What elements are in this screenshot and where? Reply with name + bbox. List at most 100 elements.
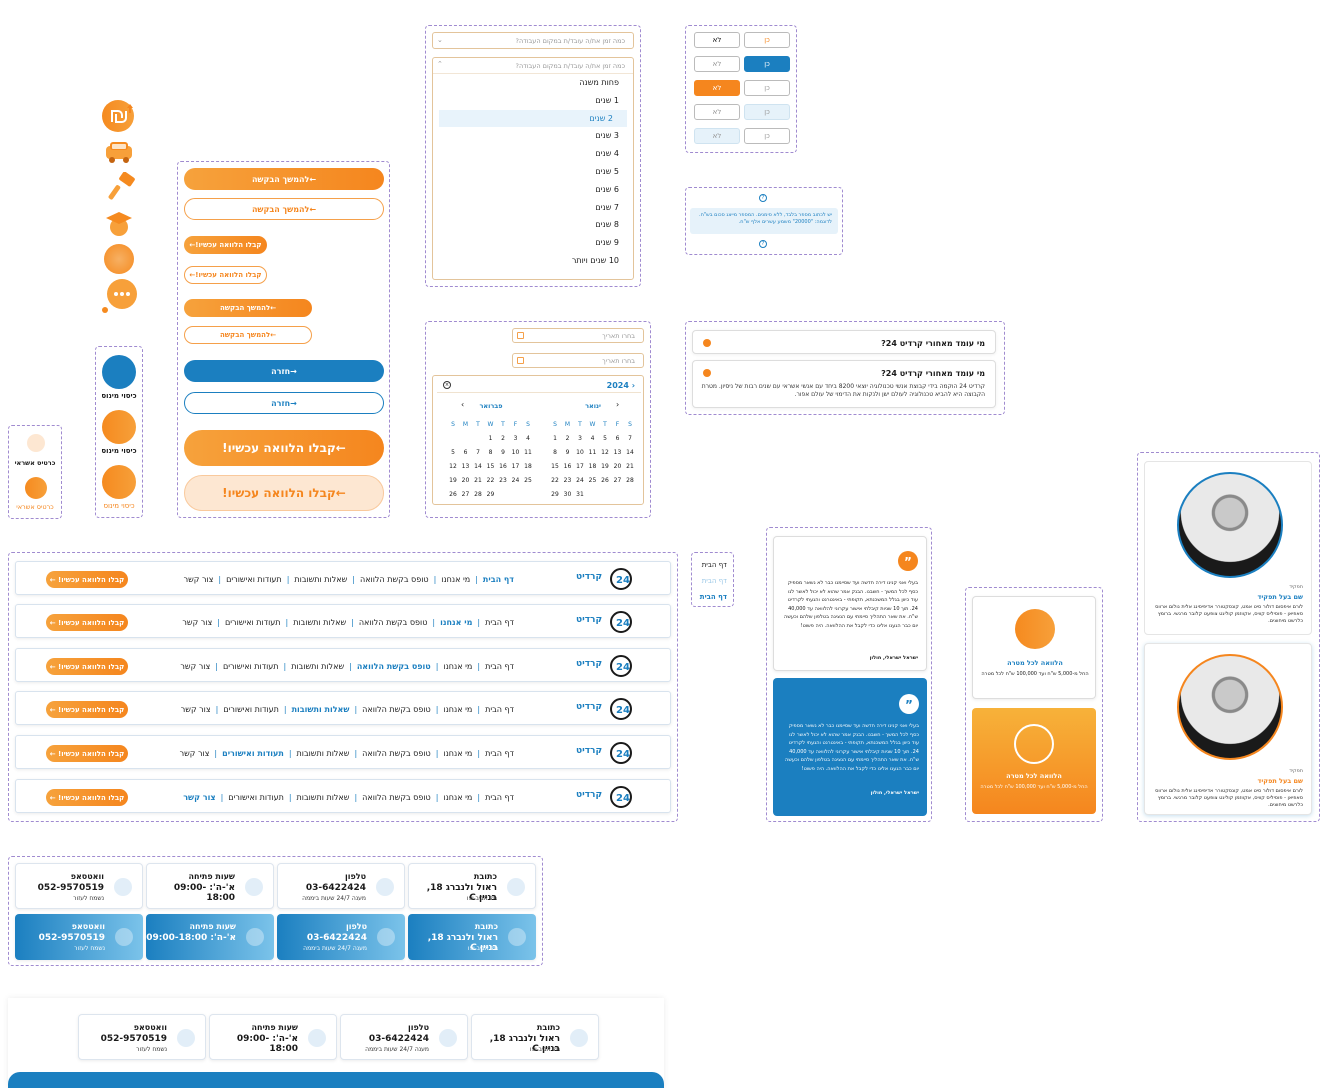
- calendar-day[interactable]: 27: [613, 477, 622, 484]
- calendar-day[interactable]: 3: [513, 435, 518, 442]
- shekel-icon[interactable]: [102, 355, 136, 389]
- calendar-day[interactable]: 26: [449, 491, 457, 498]
- back-button-outline[interactable]: → חזרה: [184, 392, 384, 414]
- calendar-day[interactable]: 16: [563, 463, 572, 470]
- nav-cta-button[interactable]: קבלו הלוואה עכשיו! ←: [46, 789, 128, 806]
- calendar-day[interactable]: 13: [613, 449, 622, 456]
- info-icon[interactable]: ?: [759, 240, 767, 248]
- calendar-day[interactable]: 12: [601, 449, 609, 456]
- calendar-day[interactable]: 2: [501, 435, 505, 442]
- calendar-day[interactable]: 7: [476, 449, 480, 456]
- calendar-day[interactable]: 7: [628, 435, 632, 442]
- nav-item[interactable]: צור קשר: [183, 792, 216, 802]
- calendar-day[interactable]: 20: [461, 477, 470, 484]
- calendar-day[interactable]: 15: [486, 463, 495, 470]
- close-icon[interactable]: ×: [443, 381, 451, 389]
- dropdown-option[interactable]: 2 שנים: [439, 109, 627, 128]
- nav-item[interactable]: טופס בקשת הלוואה: [359, 574, 429, 584]
- nav-item[interactable]: טופס בקשת הלוואה: [362, 792, 431, 802]
- calendar-day[interactable]: 30: [563, 491, 572, 498]
- dropdown-option[interactable]: 9 שנים: [595, 238, 619, 248]
- calendar-day[interactable]: 10: [511, 449, 520, 456]
- nav-cta-button[interactable]: קבלו הלוואה עכשיו! ←: [46, 614, 128, 631]
- shekel-icon[interactable]: [102, 465, 136, 499]
- calendar-day[interactable]: 5: [451, 449, 455, 456]
- calendar-day[interactable]: 13: [461, 463, 470, 470]
- yes-button-active[interactable]: כן: [744, 56, 790, 72]
- calendar-day[interactable]: 22: [551, 477, 559, 484]
- back-button[interactable]: → חזרה: [184, 360, 384, 382]
- calendar-day[interactable]: 16: [499, 463, 507, 470]
- calendar-day[interactable]: 4: [590, 435, 595, 442]
- yes-button[interactable]: כן: [744, 32, 790, 48]
- expand-icon[interactable]: [703, 339, 711, 347]
- calendar-day[interactable]: 6: [615, 435, 620, 442]
- dropdown-option[interactable]: 3 שנים: [595, 131, 619, 141]
- calendar-day[interactable]: 19: [449, 477, 457, 484]
- dropdown-option[interactable]: 6 שנים: [595, 184, 619, 194]
- next-month-icon[interactable]: ›: [616, 400, 620, 409]
- prev-month-icon[interactable]: ‹: [461, 400, 465, 409]
- no-button-hover[interactable]: לא: [694, 128, 740, 144]
- nav-item[interactable]: צור קשר: [179, 748, 210, 758]
- nav-item[interactable]: שאלות ותשובות: [293, 617, 347, 627]
- calendar-day[interactable]: 18: [524, 463, 532, 470]
- nav-item[interactable]: שאלות ותשובות: [296, 748, 350, 758]
- mini-nav-item[interactable]: דף הבית: [699, 593, 727, 601]
- calendar-day[interactable]: 11: [588, 449, 597, 456]
- nav-item[interactable]: מי אנחנו: [443, 661, 473, 671]
- calendar-day[interactable]: 2: [565, 435, 570, 442]
- calendar-day[interactable]: 14: [626, 449, 634, 456]
- calendar-day[interactable]: 18: [588, 463, 597, 470]
- nav-item[interactable]: תעודות ואישורים: [222, 661, 279, 671]
- yes-button-hover[interactable]: כן: [744, 104, 790, 120]
- calendar-day[interactable]: 12: [449, 463, 457, 470]
- get-loan-large-button[interactable]: ← קבלו הלוואה עכשיו!: [184, 430, 384, 466]
- calendar-day[interactable]: 23: [499, 477, 507, 484]
- nav-item[interactable]: דף הבית: [485, 661, 514, 671]
- mini-nav-item[interactable]: דף הבית: [701, 577, 727, 585]
- calendar-day[interactable]: 27: [461, 491, 470, 498]
- mini-nav-item[interactable]: דף הבית: [701, 561, 727, 569]
- nav-item[interactable]: מי אנחנו: [443, 704, 473, 714]
- calendar-day[interactable]: 23: [563, 477, 572, 484]
- dropdown-open[interactable]: ⌃ כמה זמן את/ה עובד/ת במקום העבודה? פחות…: [432, 57, 634, 280]
- continue-request-button-outline[interactable]: ← להמשך הבקשה: [184, 198, 384, 220]
- calendar-day[interactable]: 25: [588, 477, 597, 484]
- nav-item[interactable]: מי אנחנו: [441, 574, 471, 584]
- nav-item[interactable]: מי אנחנו: [443, 748, 473, 758]
- continue-request-button[interactable]: ← להמשך הבקשה: [184, 168, 384, 190]
- dropdown-option[interactable]: 5 שנים: [595, 166, 619, 176]
- faq-item-expanded[interactable]: מי עומד מאחורי קרדיט 24? קרדיט 24 הוקמה …: [692, 360, 996, 408]
- no-button-active[interactable]: לא: [694, 80, 740, 96]
- calendar-day[interactable]: 17: [576, 463, 584, 470]
- dropdown-option[interactable]: 4 שנים: [595, 149, 619, 159]
- calendar-day[interactable]: 5: [603, 435, 607, 442]
- nav-item[interactable]: תעודות ואישורים: [226, 574, 282, 584]
- calendar-day[interactable]: 29: [486, 491, 495, 498]
- shekel-icon[interactable]: [102, 410, 136, 444]
- faq-item-collapsed[interactable]: מי עומד מאחורי קרדיט 24?: [692, 330, 996, 354]
- calendar-day[interactable]: 3: [578, 435, 582, 442]
- calendar-day[interactable]: 24: [511, 477, 520, 484]
- nav-item[interactable]: תעודות ואישורים: [222, 748, 284, 758]
- nav-item[interactable]: שאלות ותשובות: [296, 792, 350, 802]
- nav-item[interactable]: טופס בקשת הלוואה: [358, 617, 428, 627]
- calendar-day[interactable]: 8: [553, 449, 557, 456]
- nav-item[interactable]: תעודות ואישורים: [224, 617, 281, 627]
- calendar-day[interactable]: 28: [626, 477, 634, 484]
- nav-item[interactable]: תעודות ואישורים: [228, 792, 284, 802]
- no-button[interactable]: לא: [694, 32, 740, 48]
- nav-item[interactable]: צור קשר: [182, 617, 213, 627]
